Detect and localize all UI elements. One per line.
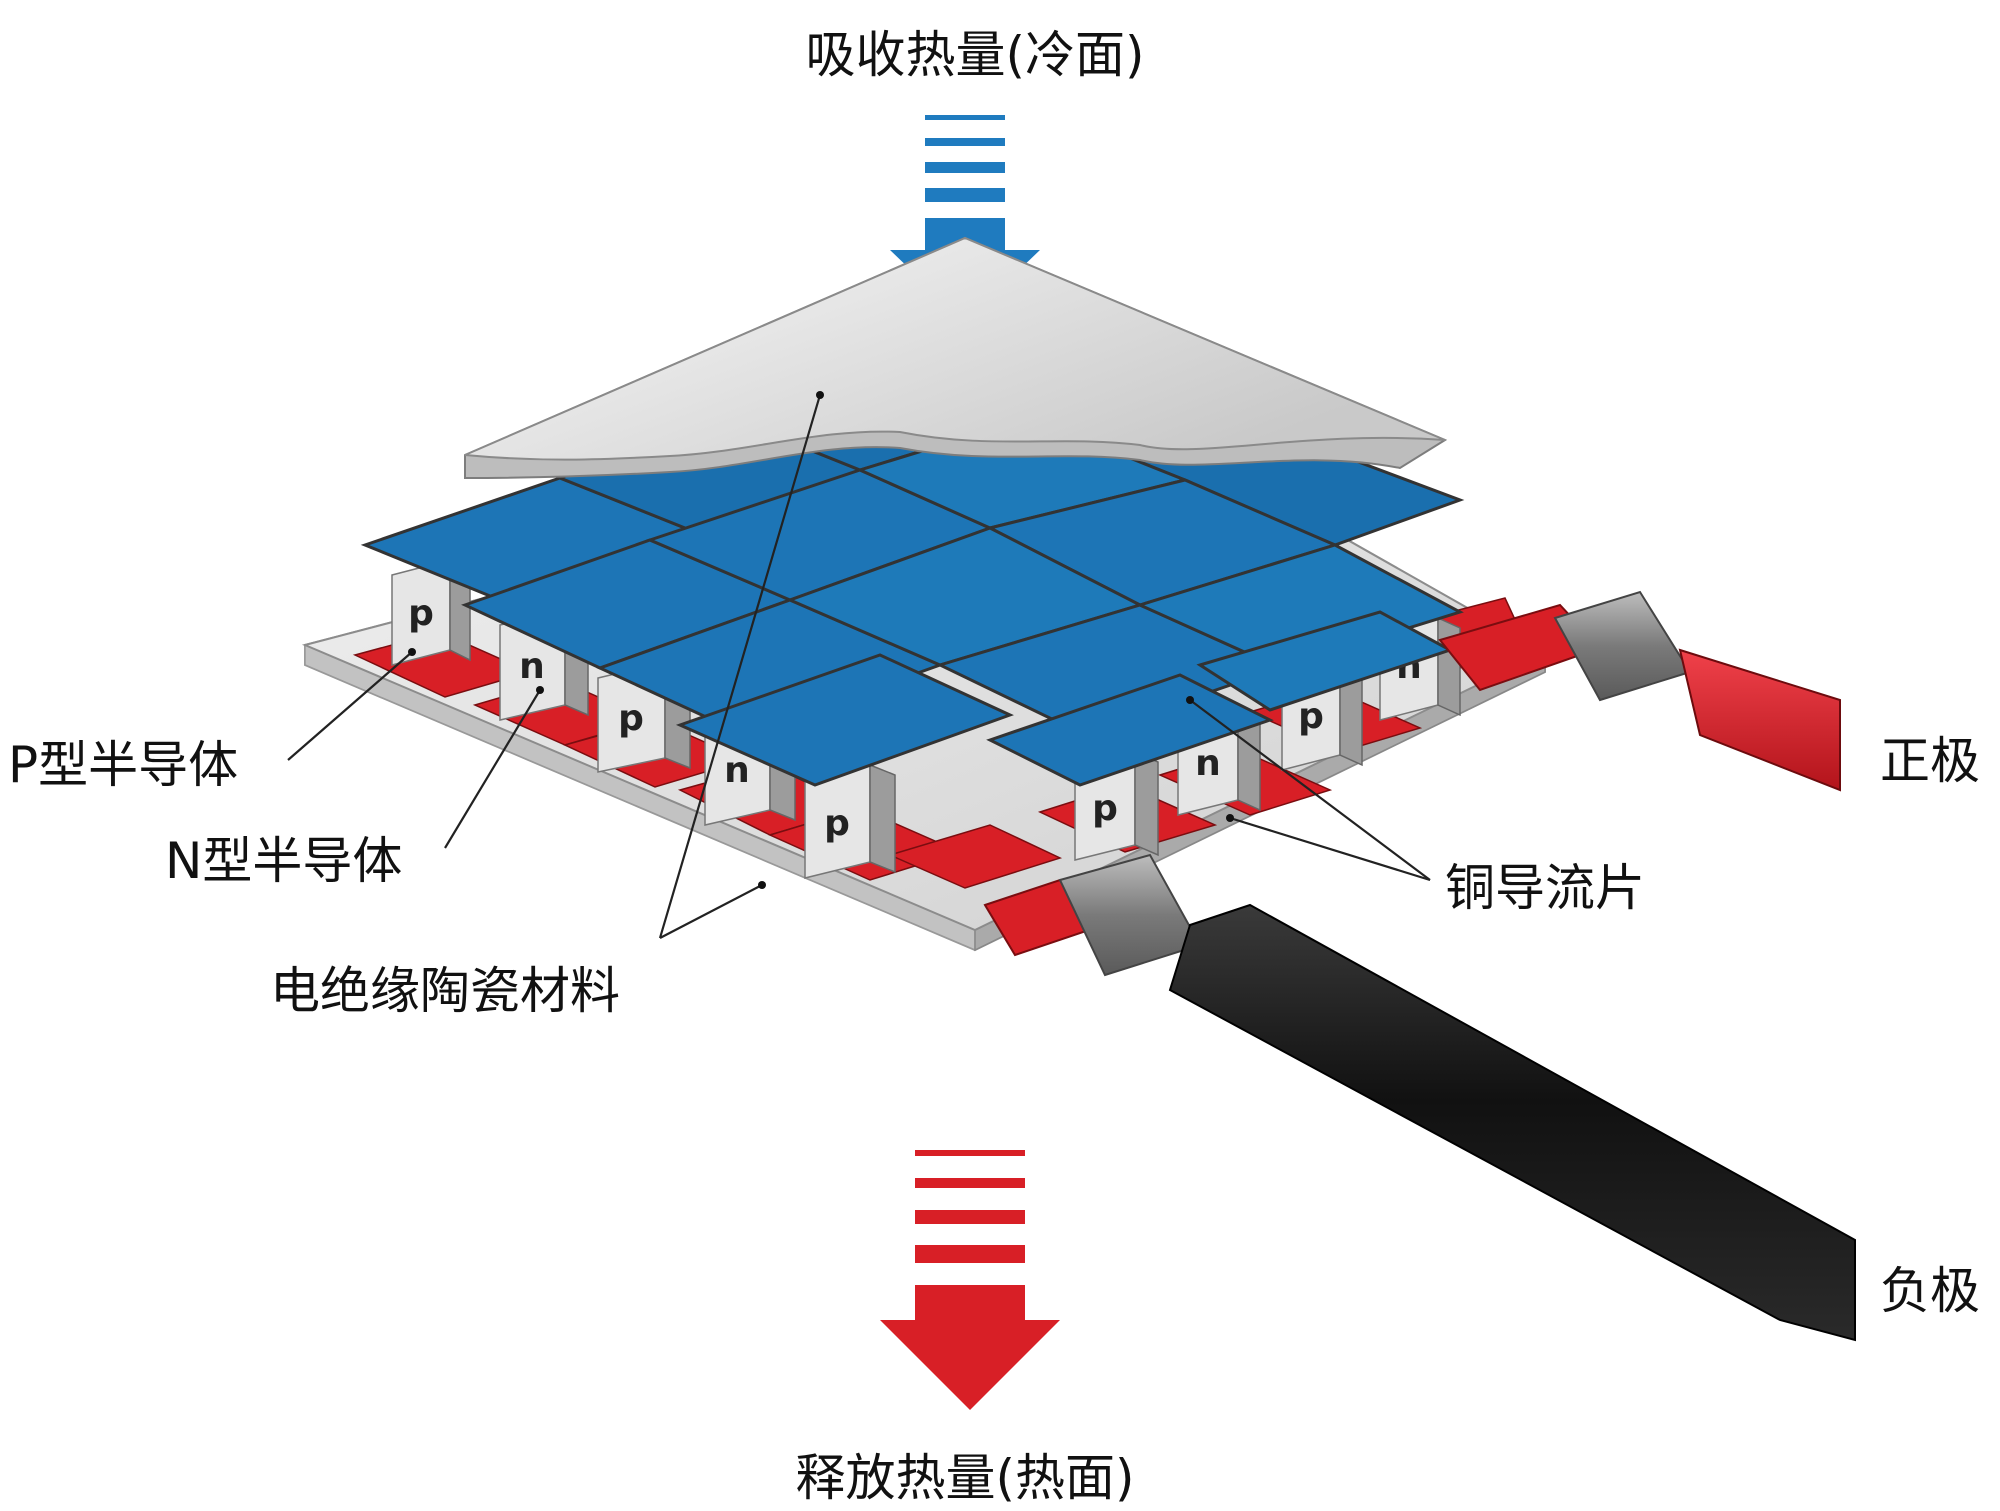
p-element-label: p [824, 803, 850, 844]
p-element-label: p [1298, 696, 1324, 737]
negative-wire [983, 853, 1856, 1342]
label-release-heat: 释放热量(热面) [795, 1449, 1134, 1507]
label-negative-terminal: 负极 [1880, 1262, 1980, 1320]
label-positive-terminal: 正极 [1880, 732, 1980, 790]
label-copper-conductor: 铜导流片 [1445, 859, 1645, 917]
n-element-label: n [519, 646, 545, 687]
label-ceramic-material: 电绝缘陶瓷材料 [270, 962, 620, 1020]
label-n-type-semiconductor: N型半导体 [165, 832, 402, 890]
p-element-label: p [408, 593, 434, 634]
label-p-type-semiconductor: P型半导体 [8, 736, 238, 794]
p-element-label: p [1092, 788, 1118, 829]
label-absorb-heat: 吸收热量(冷面) [805, 26, 1144, 84]
hot-arrow-icon [880, 1150, 1060, 1410]
top-ceramic-plate [464, 236, 1448, 480]
positive-wire [1438, 590, 1841, 792]
p-element-label: p [618, 698, 644, 739]
leader-lines [287, 391, 1431, 939]
n-element-label: n [724, 750, 750, 791]
n-element-label: n [1195, 743, 1221, 784]
